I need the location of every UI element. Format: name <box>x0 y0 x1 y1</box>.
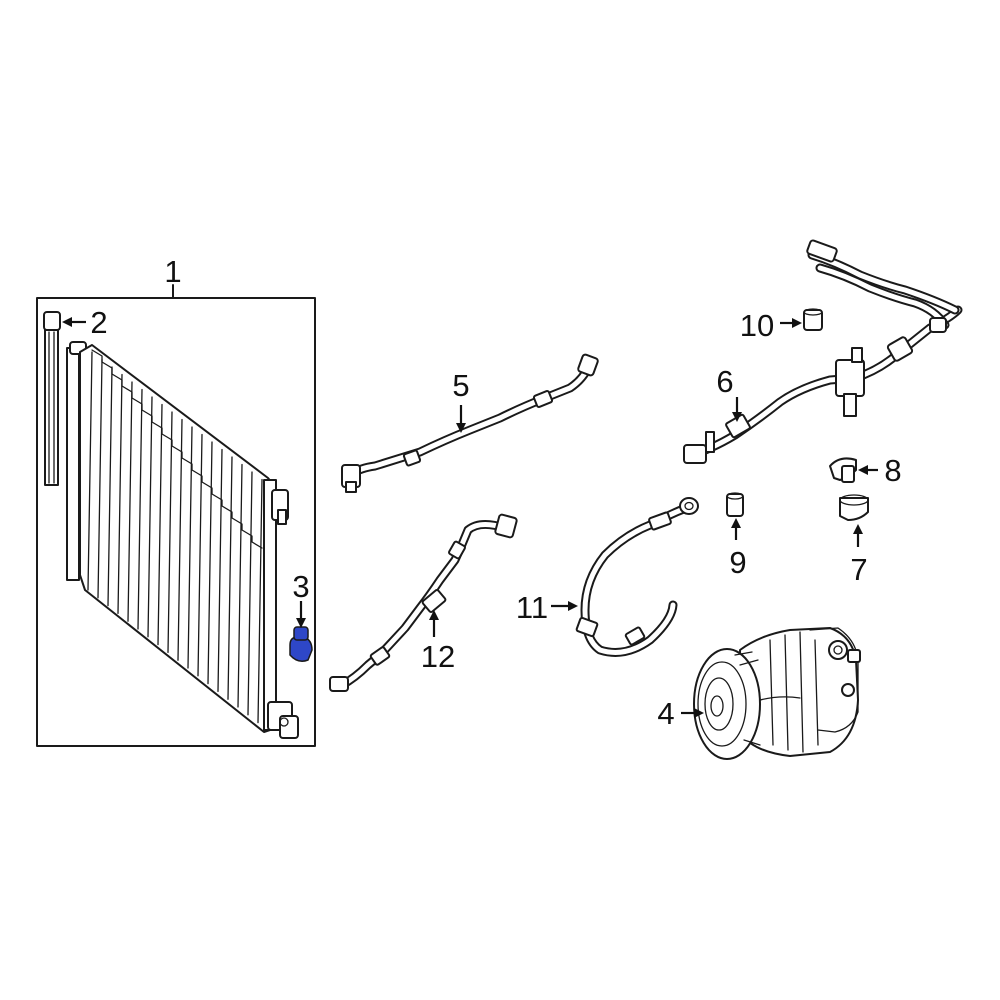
part-10-fitting[interactable] <box>803 308 823 331</box>
callout-3: 3 <box>292 569 309 604</box>
part-8-clip[interactable] <box>829 457 857 483</box>
callout-2: 2 <box>90 305 107 340</box>
callout-8: 8 <box>884 453 901 488</box>
condenser-fin-line <box>107 366 113 607</box>
condenser-group-box <box>36 284 316 747</box>
condenser-fin-line <box>137 388 143 630</box>
callout-1: 1 <box>164 254 181 289</box>
condenser-fin-line <box>257 478 263 724</box>
part-2-drier-tube[interactable] <box>43 311 61 486</box>
part-6-hose-assembly[interactable] <box>683 239 963 464</box>
condenser-fin-line <box>87 351 93 591</box>
condenser-fin-line <box>217 448 223 693</box>
callout-12: 12 <box>421 639 455 674</box>
part-7-grommet[interactable] <box>839 494 869 521</box>
condenser-fin-line <box>197 433 203 677</box>
callout-6: 6 <box>716 364 733 399</box>
callout-7: 7 <box>850 552 867 587</box>
condenser-fin-line <box>117 373 123 615</box>
condenser-fin-line <box>237 463 243 708</box>
condenser-fin-line <box>127 381 133 622</box>
part-11-hose[interactable] <box>575 497 699 657</box>
callout-labels: 1 2 3 4 5 6 7 8 9 10 11 12 <box>90 254 901 731</box>
condenser-fin-line <box>177 418 183 661</box>
part-3-plug-highlighted[interactable] <box>289 626 313 662</box>
part-5-hose[interactable] <box>341 353 599 493</box>
condenser-fin-line <box>247 471 253 716</box>
condenser-fin-line <box>227 456 233 700</box>
condenser-fin-line <box>187 426 193 669</box>
part-9-nut[interactable] <box>726 492 744 517</box>
condenser-fin-line <box>147 396 153 638</box>
part-12-hose[interactable] <box>329 513 518 692</box>
condenser-fin-line <box>167 411 173 654</box>
callout-11: 11 <box>516 590 548 625</box>
part-1-condenser[interactable] <box>66 341 299 739</box>
callout-9: 9 <box>729 545 746 580</box>
callout-4: 4 <box>657 696 674 731</box>
condenser-fin-line <box>97 358 103 599</box>
callout-arrows <box>62 317 878 718</box>
part-4-compressor[interactable] <box>693 627 861 760</box>
callout-5: 5 <box>452 368 469 403</box>
callout-10: 10 <box>740 308 774 343</box>
condenser-fin-line <box>207 441 213 685</box>
condenser-fin-line <box>157 403 163 646</box>
